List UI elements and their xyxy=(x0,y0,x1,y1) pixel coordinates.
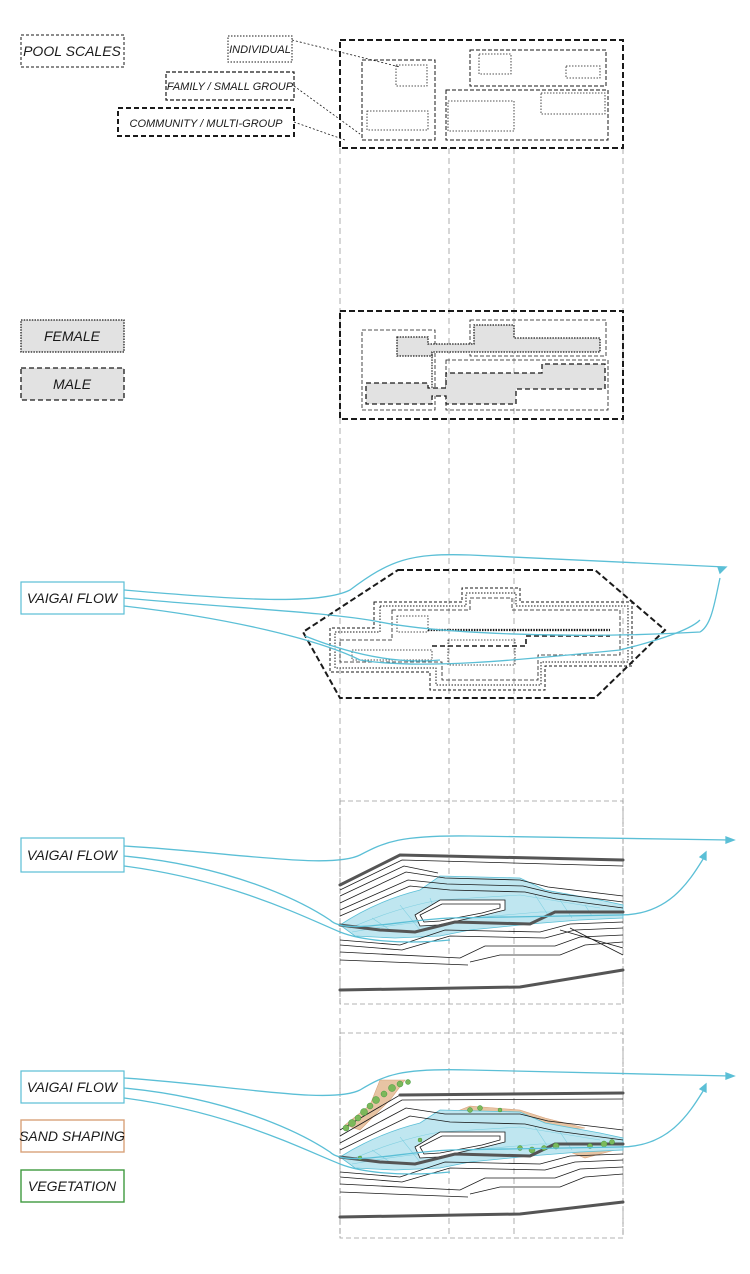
legend-leader-lines xyxy=(291,39,401,141)
male-legend-box xyxy=(20,367,125,401)
vaigai-flow-legend-box xyxy=(20,581,125,615)
flow-legend-3: VAIGAI FLOW SAND SHAPING VEGETATION xyxy=(19,1070,125,1203)
individual-pool xyxy=(565,65,601,79)
vaigai-flow-lines-4 xyxy=(123,835,736,943)
female-legend-box xyxy=(20,319,125,353)
vaigai-flow-legend-box xyxy=(20,1070,125,1104)
gender-legend: FEMALE MALE xyxy=(20,319,125,401)
individual-pool xyxy=(540,92,606,115)
layered-pool-outline xyxy=(329,587,633,691)
family-pool-left xyxy=(361,59,436,141)
community-legend-box xyxy=(117,107,295,137)
individual-pool xyxy=(478,53,512,75)
pool-scales-plan xyxy=(339,39,624,149)
inner-pool-outline xyxy=(447,639,516,666)
community-pool-boundary xyxy=(339,310,624,420)
individual-legend-box xyxy=(227,35,293,63)
flow-legend-2: VAIGAI FLOW xyxy=(20,837,125,873)
sand-shaping-label: SAND SHAPING xyxy=(19,1128,125,1144)
individual-pool xyxy=(395,64,428,87)
vaigai-flow-label-2: VAIGAI FLOW xyxy=(27,847,119,863)
terrain-plan-5 xyxy=(338,1032,625,1239)
flow-legend-1: VAIGAI FLOW xyxy=(20,581,125,615)
layered-pool-outline xyxy=(334,592,629,686)
flow-plan-3 xyxy=(301,569,667,699)
vegetation-label: VEGETATION xyxy=(28,1178,117,1194)
community-label: COMMUNITY / MULTI-GROUP xyxy=(130,118,284,130)
terrain-frame xyxy=(339,800,624,1005)
gender-divider xyxy=(432,635,610,647)
vaigai-flow-lines-5 xyxy=(123,1069,736,1175)
individual-pool xyxy=(366,110,429,131)
pool-scales-legend: POOL SCALES INDIVIDUAL FAMILY / SMALL GR… xyxy=(20,34,401,141)
individual-pool xyxy=(447,100,515,132)
layered-pool-outline xyxy=(339,597,621,681)
gender-plan xyxy=(339,310,624,420)
guide-lines xyxy=(339,148,624,1238)
vaigai-flow-label-1: VAIGAI FLOW xyxy=(27,590,119,606)
community-pool-boundary xyxy=(339,39,624,149)
vegetation-legend-box xyxy=(20,1169,125,1203)
community-boundary-polygon xyxy=(301,569,667,699)
female-zone xyxy=(396,324,601,357)
female-label: FEMALE xyxy=(44,328,101,344)
terrain-frame xyxy=(339,1032,624,1239)
family-label: FAMILY / SMALL GROUP xyxy=(167,81,294,93)
family-legend-box xyxy=(165,71,295,101)
sand-shaping-legend-box xyxy=(20,1119,125,1153)
vaigai-flow-label-3: VAIGAI FLOW xyxy=(27,1079,119,1095)
family-pool-outline xyxy=(361,329,436,411)
male-zone xyxy=(365,363,606,405)
terrain-plan-4 xyxy=(338,800,625,1005)
family-pool-bottom-right xyxy=(445,89,609,141)
male-label: MALE xyxy=(53,376,92,392)
vaigai-flow-legend-box xyxy=(20,837,125,873)
pool-scales-legend-box xyxy=(20,34,125,68)
family-pool-top-right xyxy=(469,49,607,87)
family-pool-outline xyxy=(469,319,607,357)
pool-scales-label: POOL SCALES xyxy=(23,43,121,59)
vaigai-flow-lines-3 xyxy=(123,554,728,665)
individual-label: INDIVIDUAL xyxy=(229,44,291,56)
inner-pool-outline xyxy=(396,615,429,633)
